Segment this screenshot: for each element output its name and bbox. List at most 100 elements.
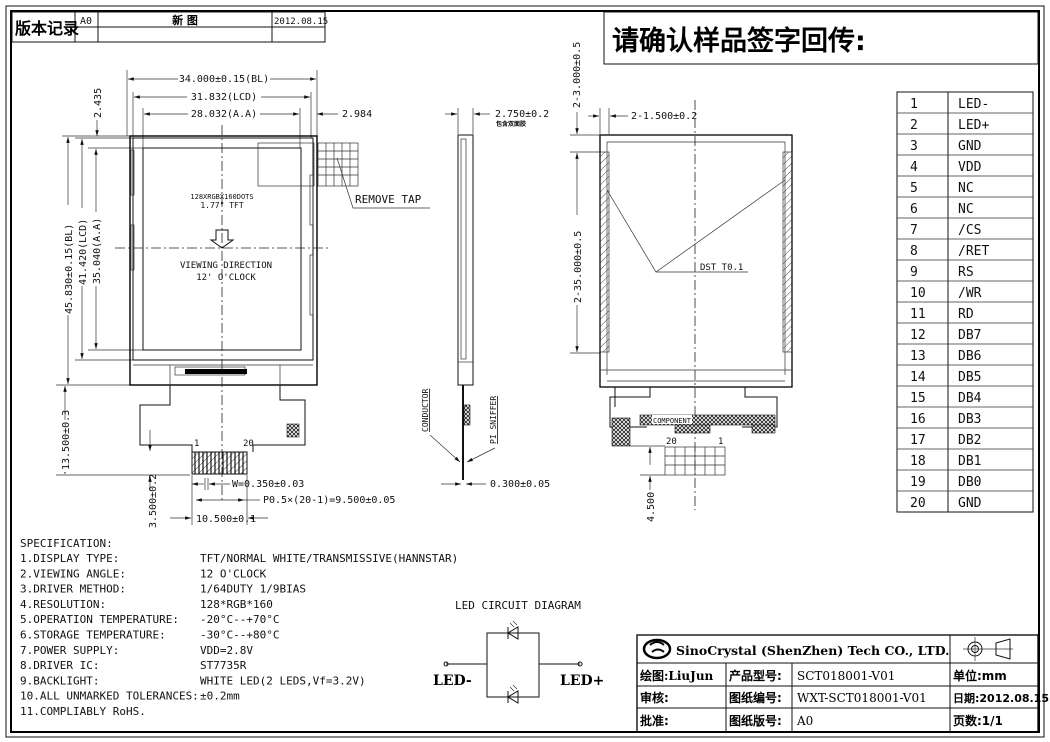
pin-name: NC <box>958 202 974 217</box>
dim-fpc-thickness: 0.300±0.05 <box>490 479 550 490</box>
led-plus-label: LED+ <box>560 673 604 689</box>
confirm-title: 请确认样品签字回传: <box>612 25 866 57</box>
pin-name: /WR <box>958 286 982 301</box>
spec-item: 9.BACKLIGHT:WHITE LED(2 LEDS,Vf=3.2V) <box>20 674 366 687</box>
led-minus-label: LED- <box>433 673 472 689</box>
dim-tape-length: 2-35.000±0.5 <box>573 231 584 303</box>
led-diode-icon <box>507 626 519 640</box>
pin-name: LED- <box>958 97 989 112</box>
revision-date: 2012.08.15 <box>274 17 328 27</box>
specification-list: SPECIFICATION: 1.DISPLAY TYPE:TFT/NORMAL… <box>20 537 458 718</box>
thickness-note: 包含双面胶 <box>496 120 526 128</box>
pin-name: DB7 <box>958 328 981 343</box>
spec-value: 128*RGB*160 <box>200 598 273 611</box>
model-value: SCT018001-V01 <box>797 669 895 683</box>
pin-number: 6 <box>910 202 918 217</box>
size-note: 1.77" TFT <box>200 201 244 210</box>
drawing-ver-label: 图纸版号: <box>729 713 782 728</box>
dim-fpc-tail: 3.500±0.2 <box>148 474 159 528</box>
spec-label: 10.ALL UNMARKED TOLERANCES: <box>20 690 199 703</box>
sheet-inner-border <box>10 10 1040 733</box>
sheet-outer-border <box>5 5 1045 738</box>
resolution-note: 128XRGBX160DOTS <box>190 193 253 201</box>
dim-pitch: P0.5×(20-1)=9.500±0.05 <box>263 495 395 506</box>
dim-fpc-length: 13.500±0.3 <box>61 410 72 470</box>
spec-value: -20°C--+70°C <box>200 613 279 626</box>
pin-name: NC <box>958 181 974 196</box>
dim-lcd-width: 31.832(LCD) <box>191 92 257 103</box>
pin-row: 8/RET <box>897 238 1033 259</box>
pin-number: 12 <box>910 328 926 343</box>
viewing-direction: VIEWING DIRECTION <box>180 261 272 271</box>
pin-name: LED+ <box>958 118 989 133</box>
pin-row: 11 RD <box>897 301 1033 322</box>
spec-item: 7.POWER SUPPLY:VDD=2.8V <box>20 644 253 657</box>
pin-row: 10/WR <box>897 280 1033 301</box>
tape-label: DST T0.1 <box>700 263 743 273</box>
tape-strip-right <box>782 151 793 353</box>
projection-symbol-icon <box>963 637 1013 661</box>
pin-row: 6 NC <box>897 196 1033 217</box>
spec-label: 1.DISPLAY TYPE: <box>20 552 119 565</box>
pin-row: 7/CS <box>897 217 1033 238</box>
unit: 单位:mm <box>953 668 1007 683</box>
company-name: SinoCrystal (ShenZhen) Tech CO., LTD. <box>676 643 949 658</box>
spec-item: 1.DISPLAY TYPE:TFT/NORMAL WHITE/TRANSMIS… <box>20 552 458 565</box>
spec-label: 9.BACKLIGHT: <box>20 674 99 687</box>
spec-item: 4.RESOLUTION:128*RGB*160 <box>20 598 273 611</box>
revision-label: 版本记录 <box>14 19 79 38</box>
pin-name: VDD <box>958 160 982 175</box>
pin-row: 16 DB3 <box>897 406 1033 427</box>
pin-number: 3 <box>910 139 918 154</box>
spec-title: SPECIFICATION: <box>20 537 113 550</box>
spec-value: 12 O'CLOCK <box>200 567 267 580</box>
dim-thickness: 2.750±0.2 <box>495 109 549 120</box>
revision-table: 版本记录 A0 新 图 2012.08.15 <box>11 11 328 43</box>
pin-name: DB0 <box>958 475 981 490</box>
component-label: COMPONENT <box>653 417 692 425</box>
title-block: SinoCrystal (ShenZhen) Tech CO., LTD. 绘图… <box>636 634 1049 733</box>
dim-aa-height: 35.040(A.A) <box>92 218 103 284</box>
confirm-box <box>603 11 1039 65</box>
spec-item: 8.DRIVER IC:ST7735R <box>20 659 247 672</box>
pi-stiffer-label: PI SNIFFER <box>489 396 498 444</box>
approve-label: 批准: <box>640 713 669 728</box>
led-diode-icon <box>507 690 519 704</box>
pin-number: 7 <box>910 223 918 238</box>
pin-name: /CS <box>958 223 981 238</box>
revision-description: 新 图 <box>172 13 198 27</box>
spec-value: ±0.2mm <box>200 690 240 703</box>
pin-number: 9 <box>910 265 918 280</box>
pin-name: DB3 <box>958 412 981 427</box>
pin-number: 10 <box>910 286 926 301</box>
dim-bl-height: 45.830±0.15(BL) <box>64 224 75 314</box>
dim-bottom: 4.500 <box>646 492 657 522</box>
pin-number: 13 <box>910 349 926 364</box>
pin-number: 16 <box>910 412 926 427</box>
spec-label: 5.OPERATION TEMPERATURE: <box>20 613 179 626</box>
pages: 页数:1/1 <box>953 713 1003 728</box>
dim-lcd-height: 41.420(LCD) <box>78 219 89 285</box>
spec-label: 8.DRIVER IC: <box>20 659 99 672</box>
pin-number: 19 <box>910 475 926 490</box>
spec-item: 2.VIEWING ANGLE:12 O'CLOCK <box>20 567 267 580</box>
front-view: 34.000±0.15(BL) 31.832(LCD) 28.032(A.A) … <box>56 70 430 528</box>
back-view: 2-3.000±0.5 2-35.000±0.5 2-1.500±0.2 DST… <box>570 42 793 522</box>
drawing-ver-value: A0 <box>796 714 813 728</box>
pin-name: RD <box>958 307 974 322</box>
front-pin-first: 1 <box>194 439 199 449</box>
pin-number: 11 <box>910 307 926 322</box>
led-circuit-title: LED CIRCUIT DIAGRAM <box>455 599 581 612</box>
spec-label: 11.COMPLIABLY RoHS. <box>20 705 146 718</box>
pin-name: /RET <box>958 244 989 259</box>
front-pin-last: 20 <box>243 439 254 449</box>
pin-number: 8 <box>910 244 918 259</box>
drawn-by: 绘图:LiuJun <box>640 668 714 683</box>
